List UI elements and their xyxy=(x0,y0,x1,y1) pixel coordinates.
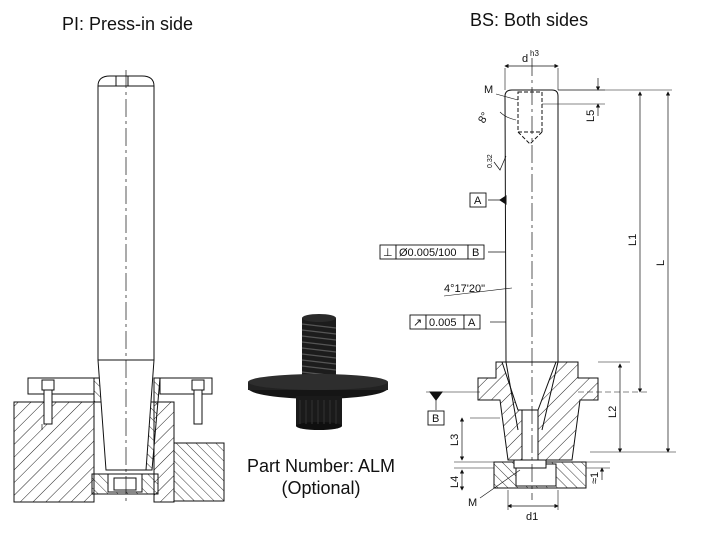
dim-m-top: M xyxy=(484,84,493,96)
lower-screw xyxy=(521,409,539,463)
dim-d1: d1 xyxy=(526,511,538,523)
guide-pin-both xyxy=(504,89,559,363)
runout-symbol: ↗ xyxy=(413,317,422,329)
runout-value: 0.005 xyxy=(429,317,457,329)
taper-angle: 4°17'20" xyxy=(444,283,485,295)
alm-part-image xyxy=(248,314,388,430)
dim-l3: L3 xyxy=(449,434,461,446)
dim-d: d xyxy=(522,53,528,65)
press-in-side-drawing xyxy=(13,70,225,505)
perpendicularity-frame: ⊥ Ø0.005/100 B xyxy=(379,244,485,260)
bolt-left xyxy=(41,379,55,391)
dim-d-tolerance: h3 xyxy=(530,49,539,58)
datum-a-box xyxy=(469,192,487,208)
dim-l5: L5 xyxy=(585,110,597,122)
datum-b-box xyxy=(427,410,445,426)
threaded-hole xyxy=(517,91,543,133)
dim-l4: L4 xyxy=(449,476,461,488)
dim-m-bottom: M xyxy=(468,497,477,509)
press-in-side-heading: PI: Press-in side xyxy=(62,14,194,34)
part-number-caption: Part Number: ALM xyxy=(246,456,396,476)
both-sides-heading: BS: Both sides xyxy=(470,10,589,30)
dim-l2: L2 xyxy=(607,406,619,418)
runout-frame: ↗ 0.005 A xyxy=(409,314,481,330)
datum-b: B xyxy=(432,413,439,425)
part-number-optional: (Optional) xyxy=(281,478,361,498)
socket-head xyxy=(296,396,342,426)
perp-ref: B xyxy=(472,247,479,259)
left-plate xyxy=(13,401,95,503)
dim-l1: L1 xyxy=(627,234,639,246)
bolt-right xyxy=(191,379,205,391)
dim-angle: 8° xyxy=(476,110,492,125)
perp-value: Ø0.005/100 xyxy=(399,247,457,259)
right-block xyxy=(173,442,225,502)
datum-a: A xyxy=(474,195,482,207)
both-sides-drawing xyxy=(426,58,676,510)
dimension-labels: d h3 M 8° L5 0.32 A L1 L ⊥ Ø0.005/100 B … xyxy=(379,49,667,523)
clamp-left xyxy=(27,377,95,395)
roughness-value: 0.32 xyxy=(487,154,494,168)
dim-l: L xyxy=(655,260,667,266)
runout-ref: A xyxy=(468,317,476,329)
perp-symbol: ⊥ xyxy=(383,247,393,259)
dim-approx: ≈1 xyxy=(589,472,601,484)
